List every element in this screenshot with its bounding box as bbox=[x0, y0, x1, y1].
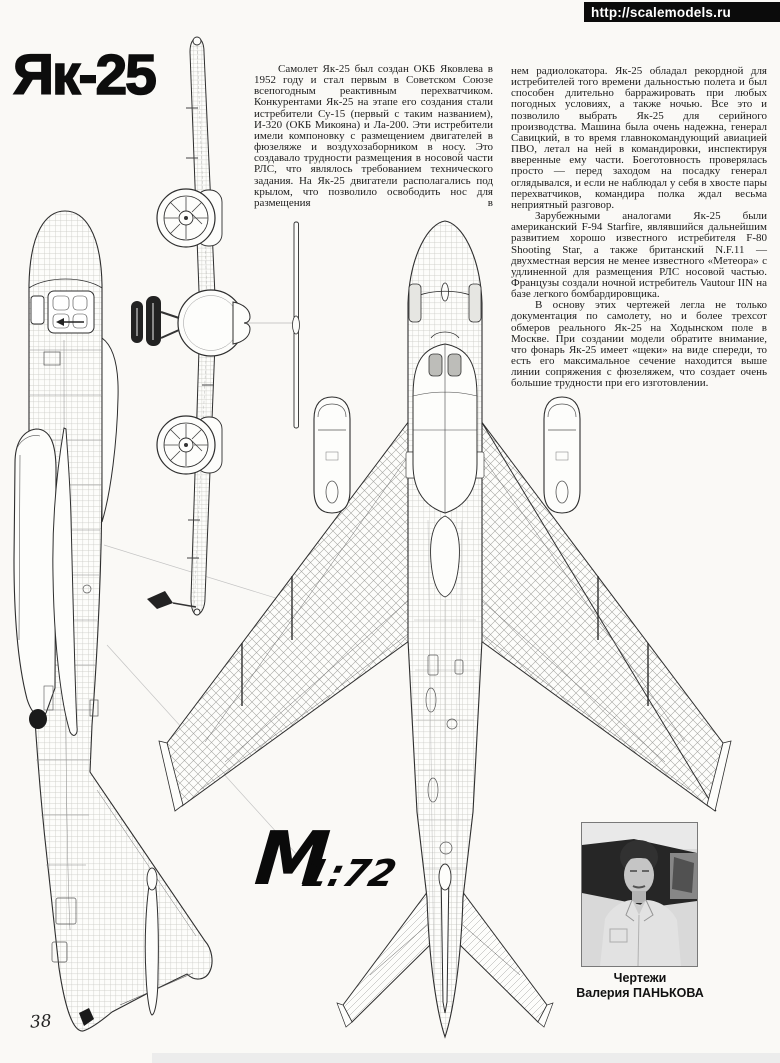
page-number: 38 bbox=[29, 1011, 53, 1033]
top-view-drawing bbox=[158, 220, 732, 1039]
article-paragraph: Самолет Як-25 был создан ОКБ Яковлева в … bbox=[254, 63, 493, 209]
photo-caption: Чертежи Валерия ПАНЬКОВА bbox=[545, 971, 735, 1001]
scan-edge-strip bbox=[152, 1053, 780, 1063]
author-photo bbox=[581, 822, 698, 967]
scale-ratio: 1:72 bbox=[298, 852, 401, 895]
scale-marker: M 1:72 bbox=[243, 815, 401, 896]
author-portrait-graphic bbox=[582, 823, 697, 966]
side-view-drawing bbox=[13, 210, 213, 1032]
url-banner: http://scalemodels.ru bbox=[584, 2, 780, 22]
page-title: Як-25 bbox=[12, 42, 157, 108]
front-view-drawing bbox=[131, 36, 300, 616]
article-paragraph: В основу этих чертежей легла не только д… bbox=[511, 299, 767, 390]
article-column-1: Самолет Як-25 был создан ОКБ Яковлева в … bbox=[254, 63, 493, 209]
photo-caption-line1: Чертежи bbox=[613, 971, 667, 985]
article-paragraph: нем радиолокатора. Як-25 обладал рекордн… bbox=[511, 65, 767, 211]
article-paragraph: Зарубежными аналогами Як-25 были америка… bbox=[511, 210, 767, 301]
article-column-2: нем радиолокатора. Як-25 обладал рекордн… bbox=[511, 65, 767, 390]
photo-caption-line2: Валерия ПАНЬКОВА bbox=[576, 986, 704, 1000]
